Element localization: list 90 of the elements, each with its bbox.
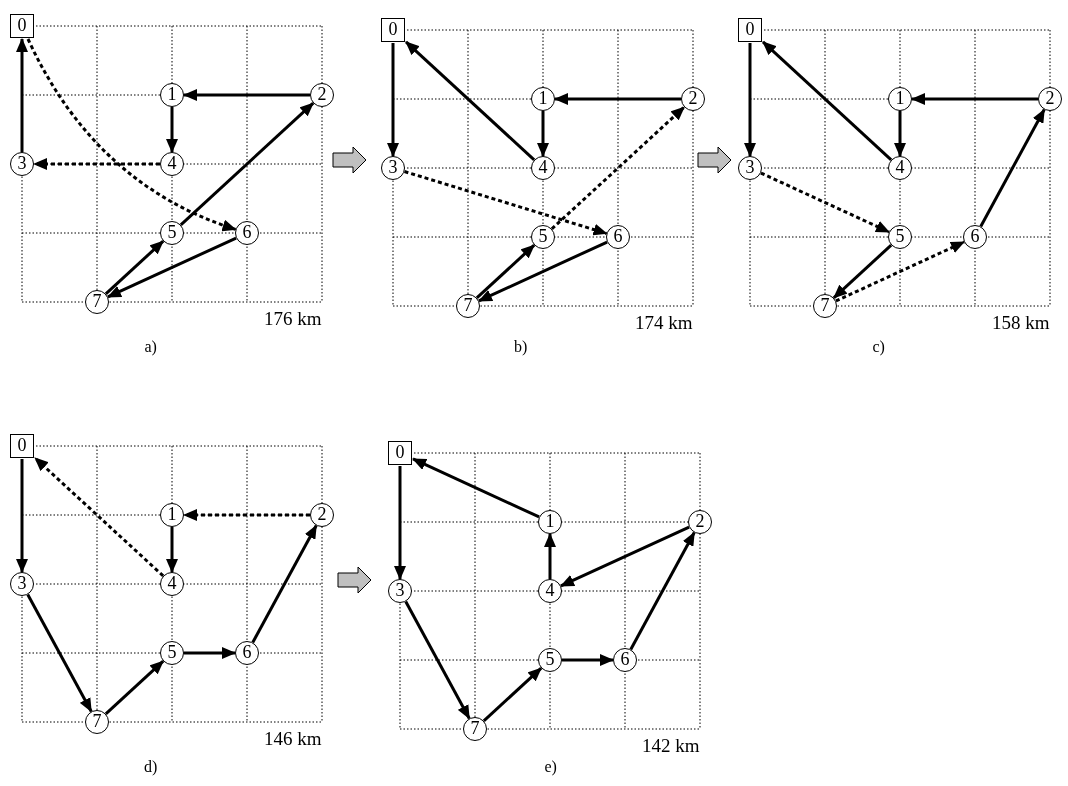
route-arrow: [412, 457, 540, 519]
stop-circle: 2: [310, 83, 334, 107]
stop-circle: 7: [463, 717, 487, 741]
depot-box: 0: [10, 434, 34, 458]
route-arrow: [16, 38, 28, 152]
route-arrow: [744, 43, 756, 157]
route-arrow: [104, 660, 165, 715]
distance-label: 146 km: [264, 728, 322, 750]
route-arrow: [544, 533, 556, 579]
stop-circle: 7: [456, 294, 480, 318]
stop-circle: 1: [888, 87, 912, 111]
stop-circle: 2: [1038, 87, 1062, 111]
stop-circle: 4: [531, 156, 555, 180]
route-arrow: [183, 89, 310, 101]
panel-label: b): [514, 338, 528, 356]
panel-label: a): [144, 338, 157, 356]
distance-label: 142 km: [642, 735, 700, 757]
stop-circle: 3: [738, 156, 762, 180]
stop-circle: 5: [888, 225, 912, 249]
route-arrow: [475, 244, 536, 299]
stop-circle: 6: [606, 225, 630, 249]
route-arrow: [16, 459, 28, 573]
route-arrow: [251, 524, 318, 644]
stop-circle: 4: [538, 579, 562, 603]
route-arrow: [894, 111, 906, 157]
distance-label: 158 km: [992, 312, 1050, 334]
dashed-route-arrow: [26, 38, 237, 231]
route-arrow: [184, 647, 236, 659]
stop-circle: 6: [613, 648, 637, 672]
stop-circle: 1: [531, 87, 555, 111]
route-arrow: [832, 244, 893, 299]
route-arrow: [911, 93, 1038, 105]
route-arrow: [537, 111, 549, 157]
stop-circle: 5: [531, 225, 555, 249]
depot-box: 0: [10, 14, 34, 38]
stop-circle: 5: [160, 221, 184, 245]
dashed-route-arrow: [404, 170, 608, 236]
distance-label: 176 km: [264, 308, 322, 330]
route-arrow: [629, 531, 696, 651]
stop-circle: 4: [160, 572, 184, 596]
stop-circle: 5: [538, 648, 562, 672]
dashed-route-arrow: [760, 171, 890, 234]
stop-circle: 3: [10, 572, 34, 596]
route-arrow: [387, 43, 399, 157]
route-arrow: [562, 654, 614, 666]
stop-circle: 7: [85, 710, 109, 734]
route-arrow: [560, 525, 690, 588]
panel-label: e): [544, 758, 557, 776]
stop-circle: 3: [381, 156, 405, 180]
route-arrow: [26, 593, 93, 713]
stop-circle: 7: [813, 294, 837, 318]
stop-circle: 4: [160, 152, 184, 176]
distance-label: 174 km: [635, 312, 693, 334]
route-arrow: [166, 107, 178, 153]
panel-label: c): [872, 338, 885, 356]
route-arrow: [482, 667, 543, 722]
dashed-route-arrow: [183, 509, 310, 521]
route-arrow: [762, 40, 893, 161]
stop-circle: 7: [85, 290, 109, 314]
depot-box: 0: [381, 18, 405, 42]
stop-circle: 4: [888, 156, 912, 180]
route-arrow: [179, 102, 315, 226]
stop-circle: 6: [235, 641, 259, 665]
route-arrow: [404, 600, 471, 720]
stop-circle: 5: [160, 641, 184, 665]
stop-circle: 1: [160, 503, 184, 527]
route-arrow: [107, 236, 237, 299]
stop-circle: 3: [388, 579, 412, 603]
stop-circle: 2: [681, 87, 705, 111]
stop-circle: 6: [235, 221, 259, 245]
stop-circle: 2: [688, 510, 712, 534]
dashed-route-arrow: [34, 456, 165, 577]
route-arrow: [104, 240, 165, 295]
route-arrow: [478, 240, 608, 303]
stop-circle: 2: [310, 503, 334, 527]
stop-circle: 1: [538, 510, 562, 534]
dashed-route-arrow: [33, 158, 160, 170]
stop-circle: 3: [10, 152, 34, 176]
dashed-route-arrow: [550, 106, 686, 230]
route-arrow: [405, 40, 536, 161]
route-arrow: [394, 466, 406, 580]
route-arrow: [554, 93, 681, 105]
dashed-route-arrow: [835, 240, 965, 303]
panel-label: d): [144, 758, 158, 776]
depot-box: 0: [738, 18, 762, 42]
route-arrow: [979, 108, 1046, 228]
stop-circle: 1: [160, 83, 184, 107]
stop-circle: 6: [963, 225, 987, 249]
depot-box: 0: [388, 441, 412, 465]
route-arrow: [166, 527, 178, 573]
